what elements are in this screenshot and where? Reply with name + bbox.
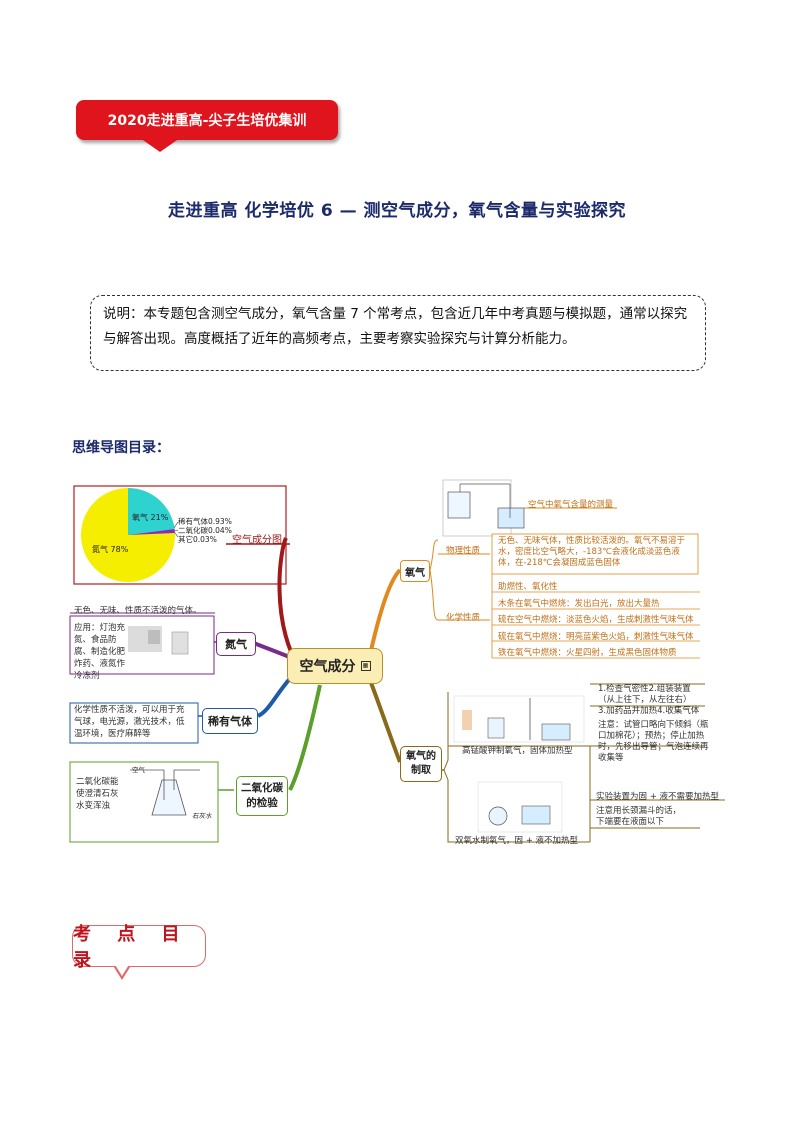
h2o2-caption: 双氧水制氧气，固 + 液不加热型 xyxy=(455,836,579,846)
oxygen-physical-label: 物理性质 xyxy=(446,546,481,556)
callout-tail-inner xyxy=(114,963,130,976)
kmno4-steps: 1.检查气密性2.组装装置 （从上往下，从左往右） 3.加药品并加热4.收集气体 xyxy=(598,684,700,716)
oxygen-node[interactable]: 氧气 xyxy=(400,560,430,582)
nitrogen-uses: 应用：灯泡充 氮、食品防 腐、制造化肥 炸药、液氮作 冷冻剂 xyxy=(74,623,126,681)
pie-other xyxy=(128,529,175,535)
kmno4-notes: 注意：试管口略向下倾斜（瓶 口加棉花）；预热；停止加热 时，先移出导管；气泡连续… xyxy=(598,720,709,763)
expand-icon[interactable]: ▦ xyxy=(360,661,371,671)
oxygen-beaker xyxy=(497,507,525,529)
co2-air-label: 空气 xyxy=(132,766,145,774)
description-box: 说明：本专题包含测空气成分，氧气含量 7 个常考点，包含近几年中考真题与模拟题，… xyxy=(90,295,706,371)
co2-description: 二氧化碳能 使澄清石灰 水变浑浊 xyxy=(76,777,119,811)
pie-branch-label: 空气成分图 xyxy=(232,535,282,546)
pie-legend-other: 其它0.03% xyxy=(178,535,217,544)
center-node[interactable]: 空气成分 ▦ xyxy=(287,648,383,684)
oxygen-chem-1: 木条在氧气中燃烧：发出白光，放出大量热 xyxy=(498,599,660,609)
flask xyxy=(151,779,187,816)
banner-tail xyxy=(140,138,180,152)
oxygen-chem-4: 铁在氧气中燃烧：火星四射，生成黑色固体物质 xyxy=(498,648,677,658)
pie-nitrogen-label: 氮气 78% xyxy=(92,545,129,554)
prep-node[interactable]: 氧气的 制取 xyxy=(400,746,442,782)
oxygen-bottle xyxy=(447,491,471,519)
pie-legend-co2: 二氧化碳0.04% xyxy=(178,526,232,535)
oxygen-chem-2: 硫在空气中燃烧：淡蓝色火焰，生成刺激性气味气体 xyxy=(498,615,694,625)
pie-oxygen-label: 氧气 21% xyxy=(132,513,169,522)
page-title: 走进重高 化学培优 6 — 测空气成分，氧气含量与实验探究 xyxy=(167,201,626,221)
oxygen-chem-3: 硫在氧气中燃烧：明亮蓝紫色火焰，刺激性气味气体 xyxy=(498,632,694,642)
nitrogen-node[interactable]: 氮气 xyxy=(216,632,256,656)
oxygen-physical: 无色、无味气体，性质比较活泼的。氧气不易溶于 水，密度比空气略大，-183℃会液… xyxy=(498,536,686,568)
section-callout: 考 点 目 录 xyxy=(72,924,206,971)
co2-water-label: 石灰水 xyxy=(192,812,212,820)
header-banner: 2020走进重高-尖子生培优集训 xyxy=(76,100,338,140)
oxygen-chem-0: 助燃性、氧化性 xyxy=(498,582,558,592)
h2o2-note: 注意用长颈漏斗的话， 下端要在液面以下 xyxy=(596,806,682,827)
center-node-label: 空气成分 xyxy=(299,659,356,675)
pie-oxygen xyxy=(128,488,175,535)
nitrogen-property: 无色、无味、性质不活泼的气体。 xyxy=(74,606,202,616)
mindmap-heading: 思维导图目录： xyxy=(72,440,170,456)
oxygen-chemical-label: 化学性质 xyxy=(446,613,481,623)
h2o2-device: 实验装置为固 + 液不需要加热型 xyxy=(596,792,720,802)
oxygen-measure: 空气中氧气含量的测量 xyxy=(528,500,614,510)
noble-gas-node[interactable]: 稀有气体 xyxy=(202,708,258,734)
pie-legend-noble: 稀有气体0.93% xyxy=(178,517,232,526)
mindmap-diagram xyxy=(69,479,725,843)
kmno4-caption: 高锰酸钾制氧气，固体加热型 xyxy=(462,746,573,756)
co2-node[interactable]: 二氧化碳 的检验 xyxy=(236,776,288,816)
nitrogen-photo2 xyxy=(171,631,189,655)
noble-gas-description: 化学性质不活泼，可以用于充 气球，电光源，激光技术，低 温环境，医疗麻醉等 xyxy=(74,705,185,739)
